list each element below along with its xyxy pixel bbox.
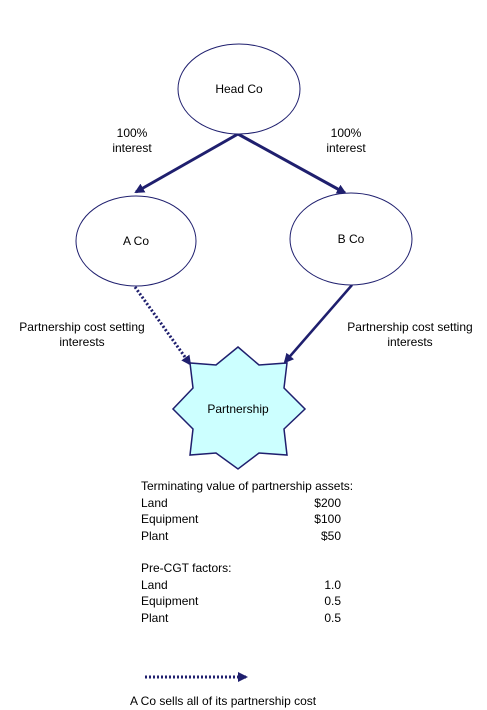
edge-label-left-interest-line2: interest: [112, 141, 152, 155]
pre-cgt-row-name: Land: [141, 577, 168, 592]
node-a-co: A Co: [75, 195, 197, 287]
terminating-value-table: Terminating value of partnership assets:…: [141, 478, 381, 544]
edge-label-left-interest-line1: 100%: [116, 126, 148, 140]
table-row: Land $200: [141, 495, 381, 512]
node-head-co: Head Co: [177, 43, 301, 135]
legend-dotted-label: A Co sells all of its partnership cost: [130, 694, 317, 708]
edge-label-left-interest: 100% interest: [100, 126, 164, 156]
edge-headco-to-aco: [134, 132, 239, 194]
table-row: Plant 0.5: [141, 610, 381, 627]
edge-label-right-cost-setting: Partnership cost setting interests: [330, 320, 487, 350]
edge-label-left-cost-setting-line2: interests: [59, 335, 105, 349]
edge-bco-to-partnership: [283, 284, 353, 364]
edge-label-right-interest: 100% interest: [314, 126, 378, 156]
table-row: Land 1.0: [141, 577, 381, 594]
table-row: Plant $50: [141, 528, 381, 545]
pre-cgt-row-value: 1.0: [324, 577, 341, 592]
terminating-row-name: Equipment: [141, 512, 199, 526]
terminating-value-heading: Terminating value of partnership assets:: [141, 479, 354, 493]
node-a-co-label: A Co: [123, 234, 149, 248]
terminating-row-value: $200: [314, 495, 341, 510]
terminating-row-name: Plant: [141, 528, 169, 543]
terminating-row-name: Land: [141, 495, 168, 510]
table-row: Equipment $100: [141, 511, 381, 528]
pre-cgt-row-value: 0.5: [324, 610, 341, 625]
terminating-row-value: $100: [314, 512, 341, 526]
node-partnership: Partnership: [171, 346, 307, 470]
node-head-co-label: Head Co: [215, 82, 263, 96]
terminating-row-value: $50: [320, 528, 341, 543]
table-row: Equipment 0.5: [141, 593, 381, 610]
edge-headco-to-bco: [237, 132, 347, 195]
pre-cgt-heading: Pre-CGT factors:: [141, 561, 232, 575]
node-partnership-label: Partnership: [207, 402, 269, 416]
edge-label-right-cost-setting-line2: interests: [387, 335, 433, 349]
pre-cgt-factors-table: Pre-CGT factors: Land 1.0 Equipment 0.5 …: [141, 560, 381, 626]
node-b-co-label: B Co: [338, 232, 365, 246]
edge-label-right-interest-line2: interest: [326, 141, 366, 155]
edge-label-right-interest-line1: 100%: [330, 126, 362, 140]
edge-label-right-cost-setting-line1: Partnership cost setting: [347, 320, 473, 334]
node-b-co: B Co: [289, 192, 413, 286]
pre-cgt-row-name: Plant: [141, 610, 169, 625]
edge-label-left-cost-setting: Partnership cost setting interests: [2, 320, 162, 350]
pre-cgt-row-name: Equipment: [141, 594, 199, 608]
edge-label-left-cost-setting-line1: Partnership cost setting: [19, 320, 145, 334]
pre-cgt-row-value: 0.5: [324, 594, 341, 608]
